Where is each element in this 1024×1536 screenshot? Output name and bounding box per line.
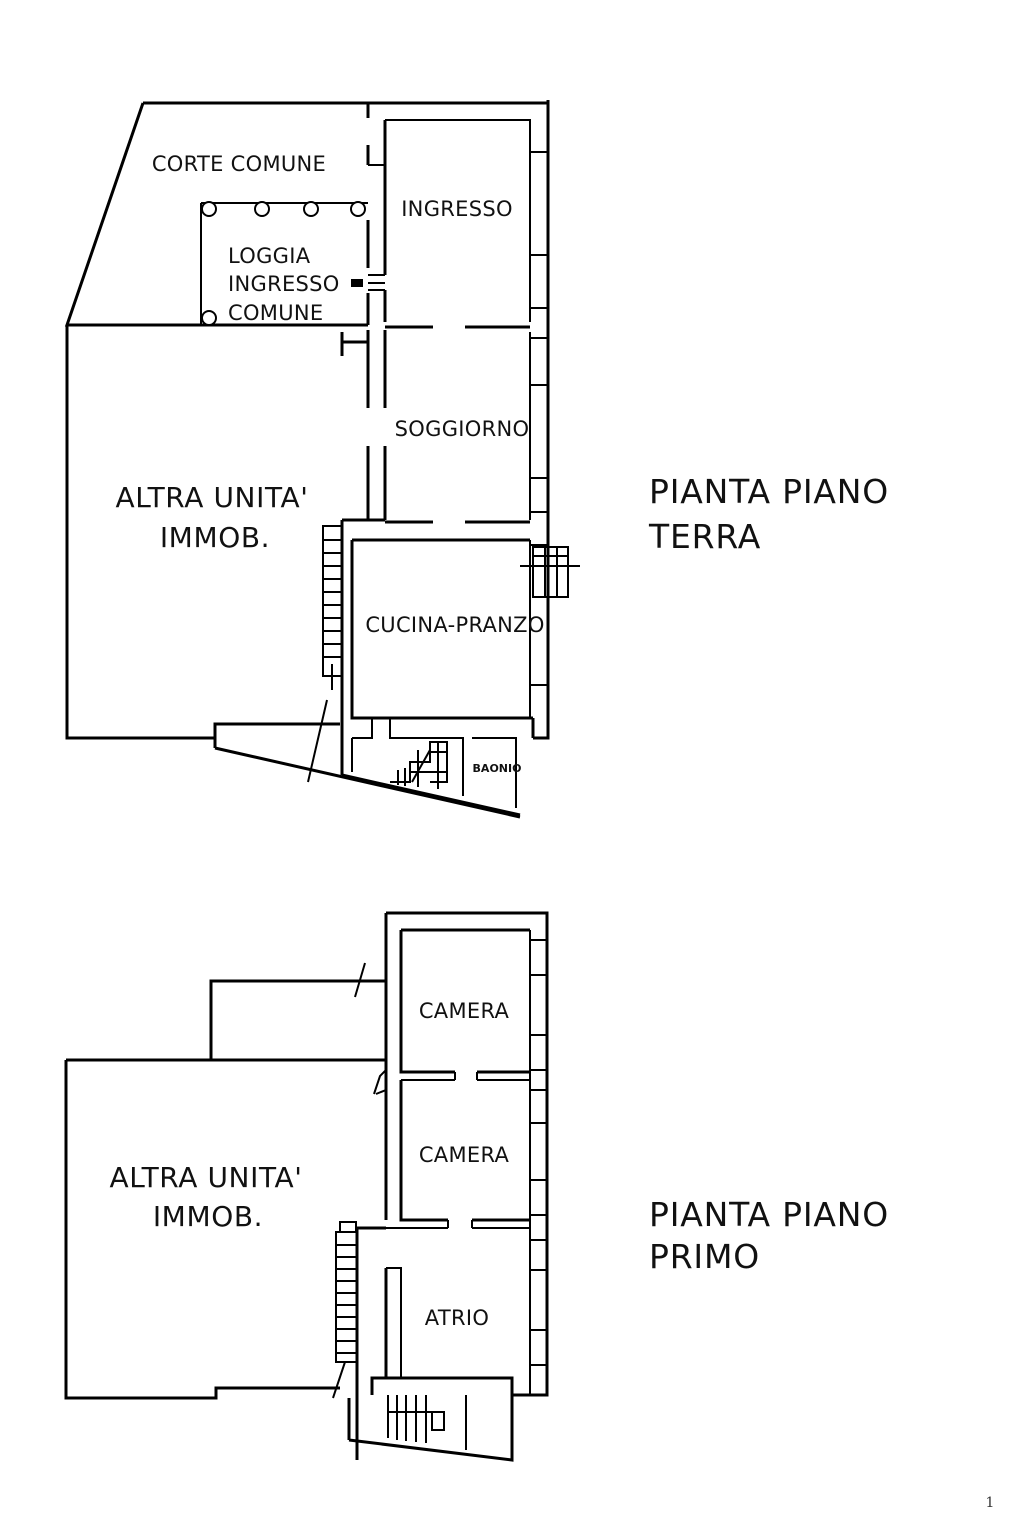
- label-corte-comune: CORTE COMUNE: [152, 152, 326, 176]
- label-altra-unita-ground-2: IMMOB.: [160, 521, 270, 554]
- first-upper-annex: [209, 979, 386, 1060]
- label-atrio: ATRIO: [425, 1306, 489, 1330]
- label-camera-1: CAMERA: [419, 999, 510, 1023]
- ground-stair-left: [322, 525, 343, 690]
- label-loggia-3: COMUNE: [228, 301, 323, 325]
- camera-1-partition-inner: [401, 1072, 530, 1081]
- ground-service-stair: [390, 741, 448, 789]
- label-altra-unita-first-2: IMMOB.: [153, 1200, 263, 1233]
- first-service-stair: [387, 1395, 467, 1450]
- camera-2-partition-inner: [386, 1220, 530, 1229]
- light-switch-icon: [351, 279, 363, 287]
- first-right-wall-windows: [530, 939, 547, 1366]
- loggia-outline: [200, 202, 368, 325]
- page-number: 1: [986, 1495, 995, 1511]
- title-first-floor-1: PIANTA PIANO: [649, 1195, 889, 1234]
- first-annex-door: [354, 962, 366, 998]
- cucina-outline: [340, 518, 533, 775]
- first-floor-plan: CAMERA CAMERA ALTRA UNITA' IMMOB. ATRIO: [64, 911, 549, 1462]
- title-first-floor-2: PRIMO: [649, 1237, 760, 1276]
- ground-service-inner: [351, 718, 517, 808]
- label-loggia-2: INGRESSO: [228, 272, 340, 296]
- camera-2-outline: [399, 1080, 530, 1222]
- label-soggiorno: SOGGIORNO: [395, 417, 530, 441]
- house-left-wall: [366, 103, 387, 325]
- atrio-inner-post: [386, 1267, 402, 1378]
- label-ingresso: INGRESSO: [401, 197, 513, 221]
- label-altra-unita-first-1: ALTRA UNITA': [109, 1161, 302, 1194]
- ground-service-area: [214, 718, 535, 819]
- loggia-door-marks: [368, 164, 385, 291]
- first-service-area: [347, 1395, 514, 1462]
- label-altra-unita-ground-1: ALTRA UNITA': [115, 481, 308, 514]
- first-door-marks: [373, 1069, 387, 1095]
- title-ground-floor-2: TERRA: [648, 517, 761, 556]
- label-bagno: BAONIO: [473, 762, 522, 775]
- label-camera-2: CAMERA: [419, 1143, 510, 1167]
- house-outer-wall: [368, 101, 550, 740]
- label-cucina-pranzo: CUCINA-PRANZO: [365, 613, 544, 637]
- loggia-columns: [201, 201, 366, 326]
- altra-unita-first-outline: [64, 1058, 386, 1400]
- first-stair-left: [332, 1221, 358, 1399]
- soggiorno-left-wall: [340, 330, 387, 520]
- ground-stair-right: [520, 546, 580, 598]
- title-ground-floor-1: PIANTA PIANO: [649, 472, 889, 511]
- altra-unita-ground-outline: [65, 325, 340, 748]
- camera-1-outline: [399, 928, 530, 1074]
- right-wall-windows: [530, 151, 548, 686]
- ground-floor-plan: CORTE COMUNE INGRESSO LOGGIA INGRESSO CO…: [64, 100, 580, 819]
- atrio-outline: [355, 1226, 514, 1460]
- label-loggia-1: LOGGIA: [228, 244, 311, 268]
